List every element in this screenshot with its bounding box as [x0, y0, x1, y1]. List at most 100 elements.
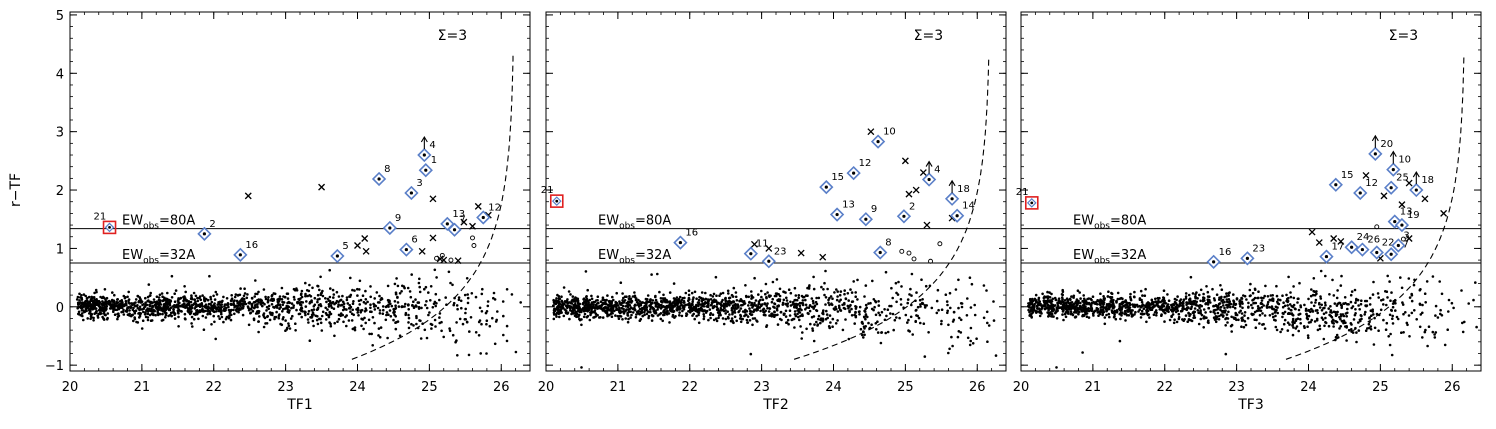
background-point — [596, 295, 600, 299]
background-point — [1202, 326, 1205, 329]
background-point — [425, 300, 428, 303]
cross-stroke — [901, 157, 909, 165]
background-point — [134, 298, 138, 301]
cross-stroke — [418, 247, 426, 255]
background-point — [1385, 321, 1389, 325]
background-point — [1059, 302, 1063, 305]
background-point — [1051, 306, 1054, 309]
background-point — [1047, 314, 1051, 317]
cross-marker — [901, 157, 909, 165]
background-point — [206, 312, 209, 316]
background-point — [1260, 306, 1264, 309]
background-point — [313, 303, 317, 307]
background-point — [885, 314, 888, 318]
background-point — [1143, 294, 1147, 298]
background-point — [384, 318, 388, 322]
background-point — [367, 318, 371, 322]
background-point — [770, 312, 774, 316]
background-point — [209, 295, 212, 299]
object-id-label: 10 — [883, 127, 896, 138]
background-point — [958, 316, 961, 320]
background-point — [1381, 298, 1385, 301]
background-point — [1091, 312, 1095, 316]
background-point — [445, 303, 448, 307]
background-point — [1206, 290, 1210, 294]
background-point — [320, 314, 324, 318]
background-point — [578, 313, 581, 317]
background-point — [434, 292, 438, 296]
background-point — [908, 293, 911, 296]
background-point — [1253, 287, 1257, 291]
background-point — [77, 310, 81, 314]
background-point — [610, 315, 614, 319]
background-point — [142, 310, 145, 314]
background-point — [1421, 311, 1424, 315]
background-point — [430, 327, 433, 330]
background-point — [190, 294, 193, 297]
background-point — [81, 312, 84, 315]
background-point — [349, 310, 352, 314]
background-point — [1357, 329, 1361, 332]
background-point — [341, 313, 345, 317]
background-point — [1116, 291, 1120, 295]
background-point — [451, 333, 455, 337]
background-point — [1426, 344, 1429, 348]
diamond-center-point — [409, 191, 414, 195]
background-point — [1254, 326, 1258, 330]
background-point — [1376, 292, 1380, 295]
background-point — [969, 326, 973, 330]
background-point — [704, 301, 707, 304]
background-point — [1133, 295, 1136, 299]
background-point — [328, 295, 332, 299]
background-point — [592, 303, 595, 307]
background-point — [1400, 331, 1403, 335]
background-point — [404, 311, 408, 315]
background-point — [365, 309, 368, 312]
background-point — [1324, 311, 1328, 314]
background-point — [218, 317, 221, 321]
background-point — [304, 281, 307, 285]
background-point — [712, 292, 716, 296]
background-point — [679, 307, 682, 310]
background-point — [312, 313, 315, 316]
background-point — [1297, 329, 1300, 333]
background-point — [273, 292, 277, 296]
background-point — [1082, 297, 1086, 301]
background-point — [1084, 308, 1088, 312]
background-point — [392, 311, 395, 314]
background-point — [257, 290, 260, 294]
background-point — [81, 314, 84, 318]
background-point — [411, 303, 414, 307]
background-point — [204, 316, 208, 319]
background-point — [719, 313, 722, 317]
background-point — [372, 305, 376, 308]
background-point — [839, 298, 842, 302]
background-point — [711, 295, 715, 298]
background-point — [1291, 333, 1295, 337]
background-point — [800, 301, 803, 305]
background-point — [301, 310, 304, 313]
background-point — [735, 319, 738, 323]
background-point — [281, 310, 284, 313]
background-point — [707, 302, 710, 305]
background-point — [924, 284, 928, 288]
background-point — [874, 322, 878, 325]
background-point — [640, 306, 644, 310]
background-point — [1292, 285, 1295, 288]
background-point — [122, 303, 126, 306]
x-tick-label: 20 — [538, 380, 555, 395]
background-point — [701, 304, 704, 308]
background-point — [110, 303, 113, 306]
background-point — [650, 273, 653, 276]
background-point — [519, 301, 522, 304]
background-point — [802, 295, 806, 299]
background-point — [1071, 313, 1075, 317]
cross-stroke — [912, 186, 920, 194]
background-point — [658, 290, 661, 294]
background-point — [351, 288, 354, 292]
background-point — [1060, 296, 1064, 299]
background-point — [1124, 319, 1127, 322]
background-point — [1401, 303, 1405, 306]
background-point — [589, 311, 592, 314]
